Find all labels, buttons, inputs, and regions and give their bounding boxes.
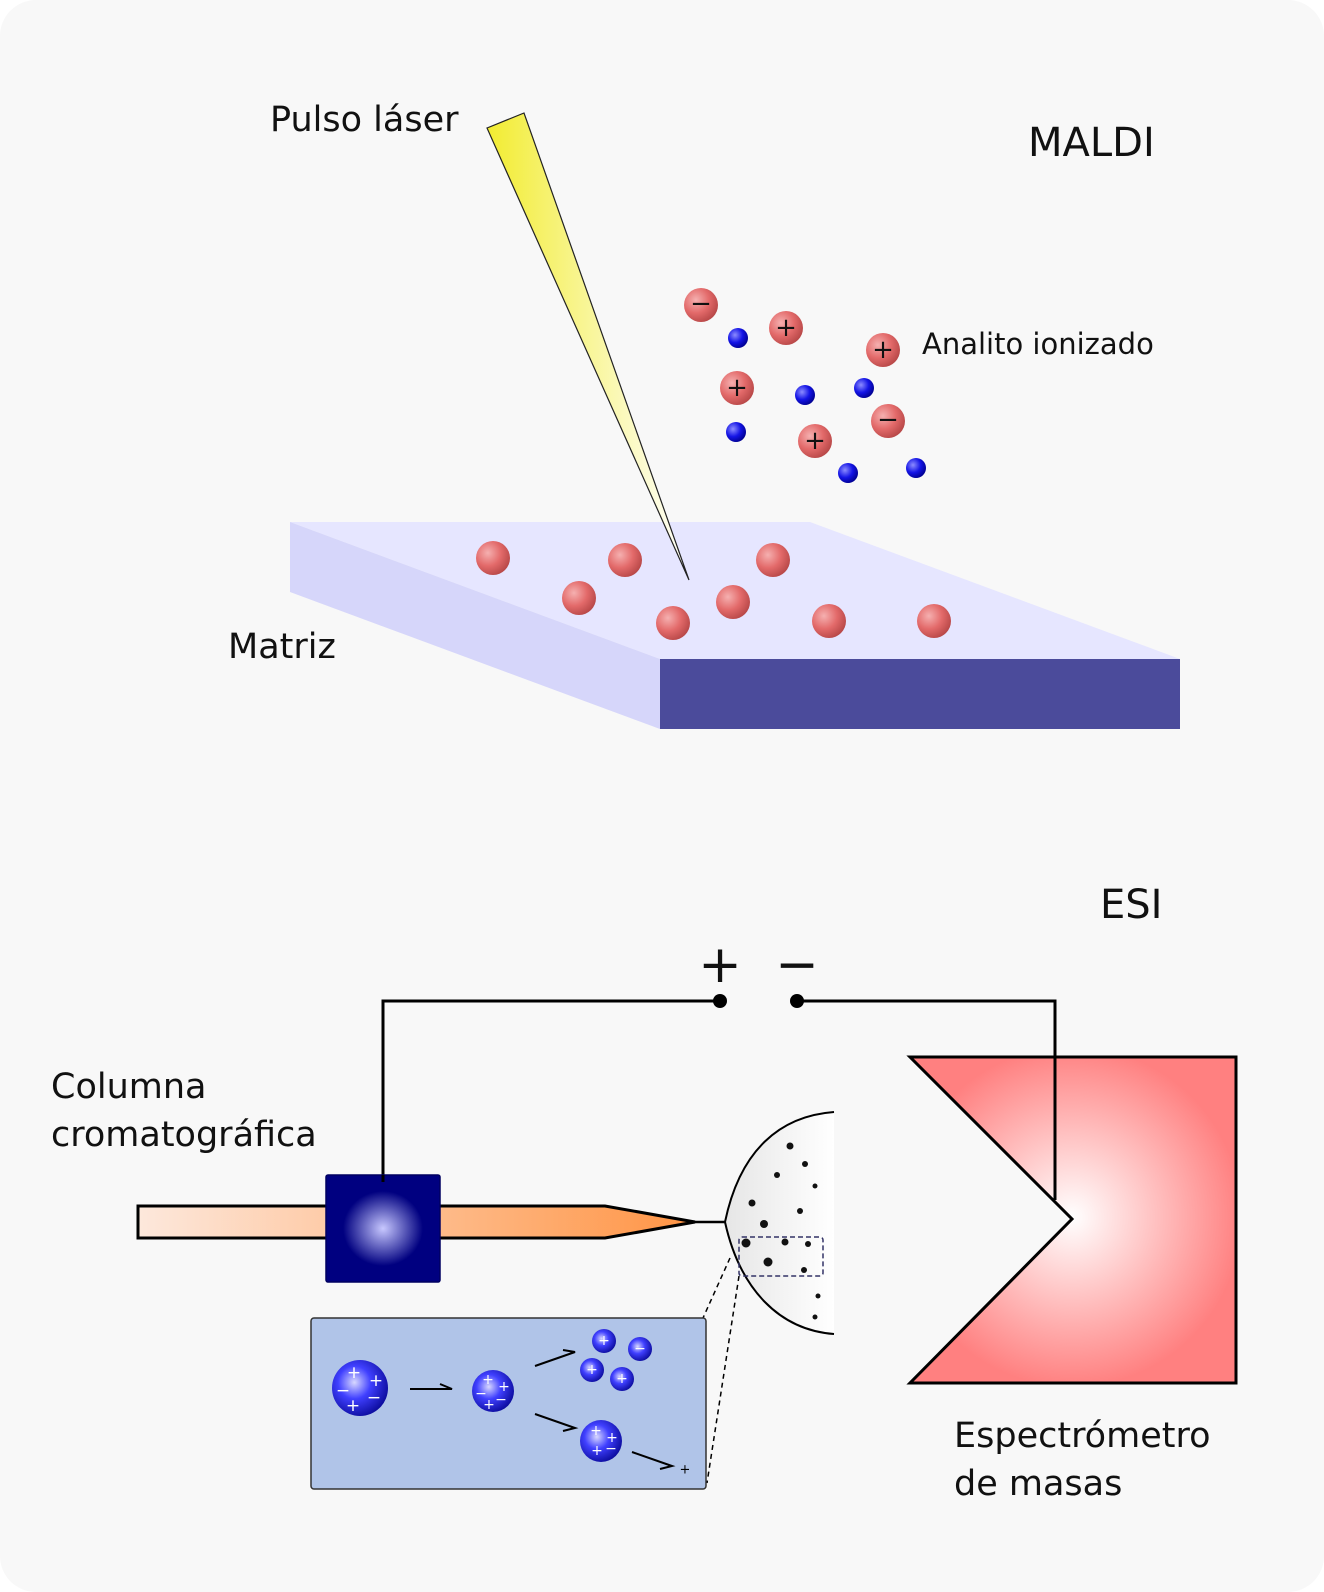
svg-text:+: + (498, 1379, 510, 1395)
small-droplet: + + + − (580, 1420, 622, 1462)
maldi-section: MALDI Matriz Pulso láser − (228, 100, 1180, 729)
spectrometer-label-line1: Espectrómetro (954, 1416, 1210, 1456)
analyte-molecule (656, 606, 690, 640)
analyte-molecule (812, 604, 846, 638)
svg-text:+: + (590, 1423, 602, 1439)
svg-text:+: + (775, 313, 797, 343)
zoom-line-upper (702, 1257, 731, 1319)
ionized-analyte-cloud: − + + + − + (684, 288, 926, 483)
svg-text:−: − (605, 1441, 617, 1457)
matrix-analyte-molecules (476, 541, 951, 640)
svg-text:−: − (690, 289, 712, 319)
esi-title: ESI (1100, 882, 1162, 928)
positive-ion: + (769, 311, 803, 345)
matrix-label: Matriz (228, 627, 336, 667)
negative-ion: − (871, 404, 905, 438)
svg-text:−: − (634, 1341, 646, 1357)
droplet-fission-inset: + + − − + + + − − + (310, 1317, 707, 1490)
esi-section: ESI + − (51, 882, 1238, 1504)
matrix-ion (906, 458, 926, 478)
spectrometer-label-line2: de masas (954, 1464, 1122, 1504)
maldi-title: MALDI (1028, 120, 1155, 166)
column-label-line2: cromatográfica (51, 1115, 317, 1155)
matrix-side-face (290, 522, 660, 729)
svg-text:+: + (347, 1363, 361, 1383)
spray-droplets (741, 1142, 821, 1320)
svg-text:+: + (482, 1372, 494, 1388)
matrix-ion (854, 378, 874, 398)
matrix-ion (726, 422, 746, 442)
large-droplet: + + − − + (332, 1360, 388, 1416)
medium-droplet: + + − − + (472, 1370, 514, 1413)
svg-text:−: − (336, 1381, 350, 1401)
mass-spectrometer (906, 1055, 1238, 1385)
fission-arrow (534, 1349, 576, 1367)
svg-text:−: − (877, 405, 899, 435)
fission-arrow (534, 1413, 579, 1432)
svg-text:+: + (346, 1396, 360, 1416)
gas-phase-ion: + (680, 1463, 691, 1478)
electrode-block (325, 1174, 441, 1283)
svg-text:+: + (726, 373, 748, 403)
positive-wire (381, 999, 720, 1182)
matrix-ion (795, 385, 815, 405)
svg-text:+: + (586, 1362, 598, 1378)
negative-ion: − (684, 288, 718, 322)
svg-text:+: + (369, 1371, 383, 1391)
matrix-slab (290, 522, 1180, 729)
ionized-analyte-label: Analito ionizado (922, 327, 1154, 361)
column-label-line1: Columna (51, 1067, 206, 1107)
positive-ion: + (866, 333, 900, 367)
svg-text:−: − (495, 1392, 507, 1408)
analyte-molecule (476, 541, 510, 575)
offspring-droplets: + − + + (580, 1329, 652, 1391)
svg-text:+: + (804, 426, 826, 456)
matrix-ion (838, 463, 858, 483)
svg-text:+: + (606, 1430, 618, 1446)
svg-text:−: − (475, 1386, 487, 1402)
svg-text:+: + (591, 1443, 603, 1459)
spray-plume (723, 1111, 835, 1335)
zoom-region (738, 1236, 824, 1277)
fission-arrow (410, 1383, 453, 1390)
negative-terminal-sign: − (775, 935, 819, 995)
positive-terminal (713, 994, 727, 1008)
laser-beam (486, 112, 690, 581)
analyte-molecule (608, 543, 642, 577)
negative-terminal (790, 994, 804, 1008)
svg-text:+: + (872, 335, 894, 365)
analyte-molecule (917, 604, 951, 638)
positive-ion: + (798, 424, 832, 458)
ion-release-arrow (631, 1451, 676, 1470)
svg-text:+: + (616, 1371, 628, 1387)
matrix-front-face (660, 659, 1180, 729)
positive-terminal-sign: + (698, 935, 742, 995)
matrix-ion (728, 328, 748, 348)
svg-text:−: − (367, 1388, 381, 1408)
positive-ion: + (720, 371, 754, 405)
svg-text:+: + (483, 1397, 495, 1413)
svg-text:+: + (598, 1333, 610, 1349)
laser-label: Pulso láser (270, 100, 459, 140)
analyte-molecule (756, 543, 790, 577)
analyte-molecule (716, 585, 750, 619)
negative-wire (797, 999, 1057, 1200)
zoom-line-lower (706, 1275, 740, 1484)
analyte-molecule (562, 581, 596, 615)
